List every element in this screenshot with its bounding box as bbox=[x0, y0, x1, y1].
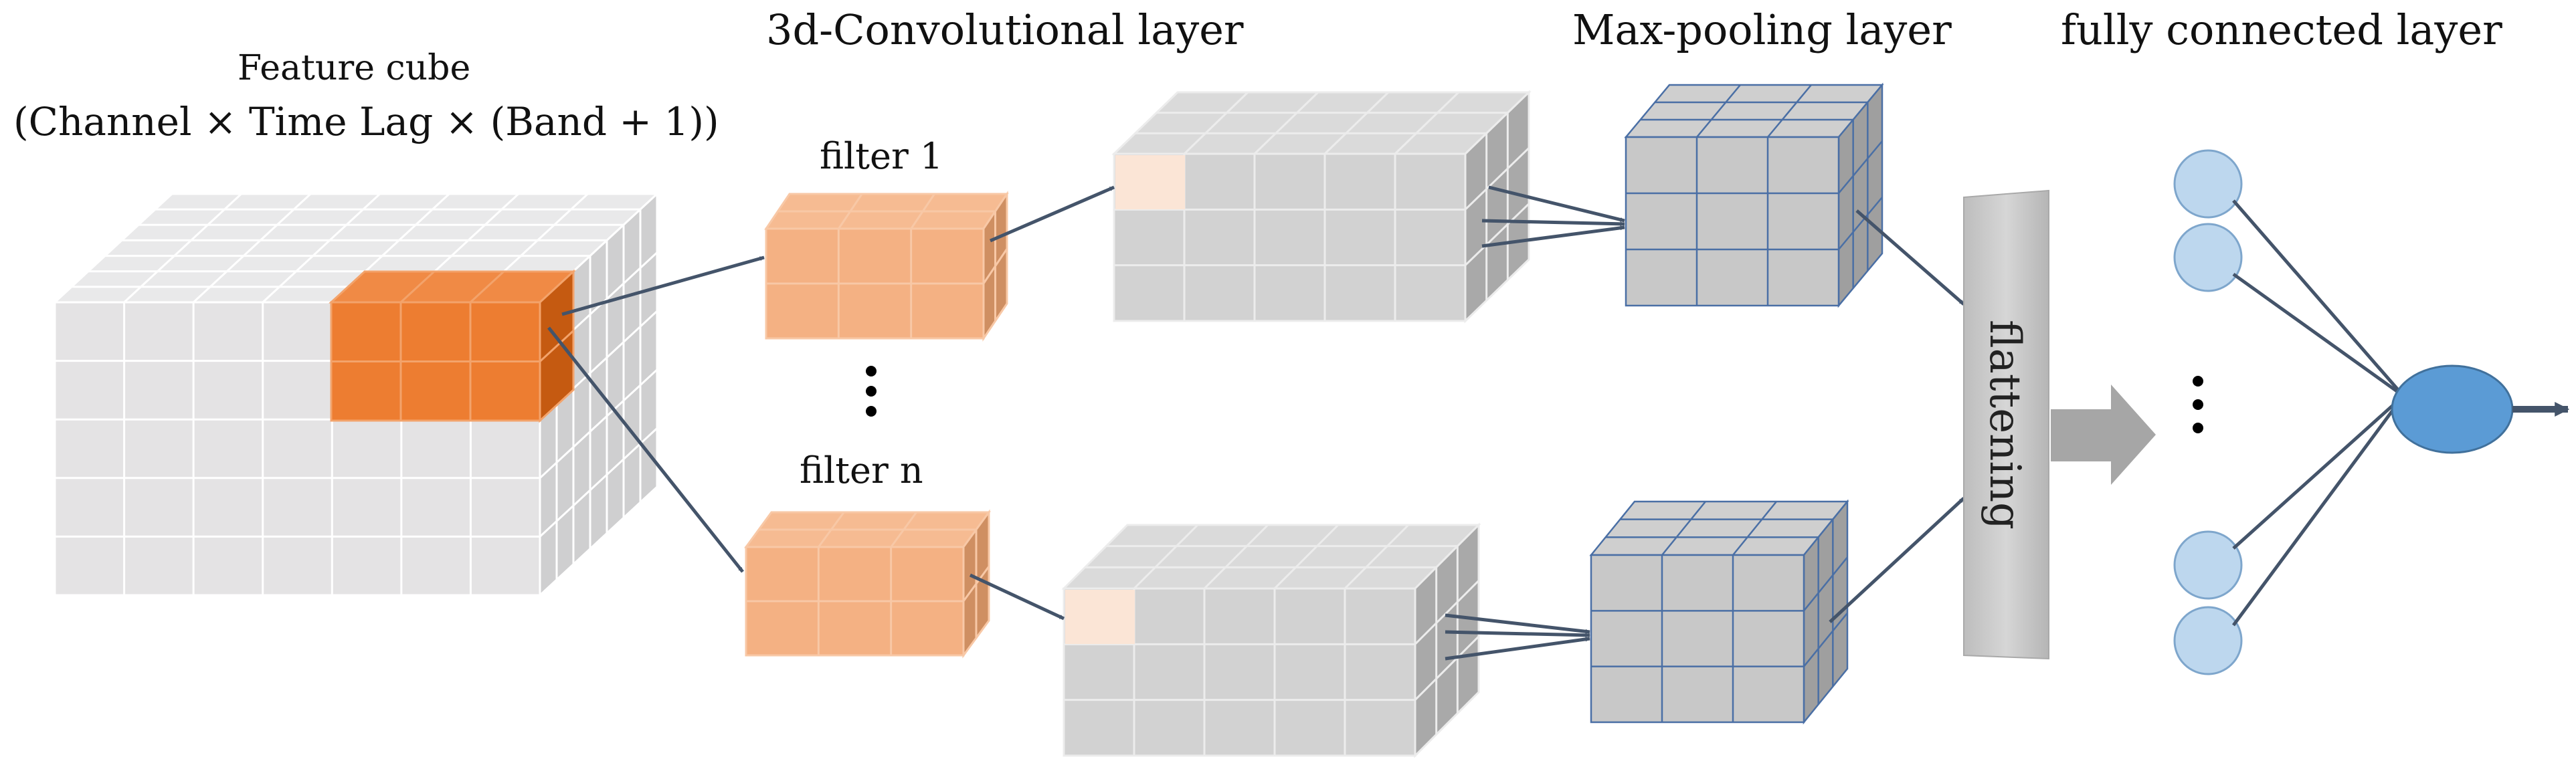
input-neuron-2 bbox=[2173, 223, 2243, 292]
pool-cube-top-top bbox=[1624, 84, 1884, 138]
arrow-filter-n-to-conv bbox=[969, 573, 1065, 621]
arrow-conv-top-to-pool-2 bbox=[1481, 219, 1625, 227]
feature-cube-dimensions: (Channel × Time Lag × (Band + 1)) bbox=[13, 99, 719, 144]
arrow-conv-bottom-to-pool-1 bbox=[1445, 613, 1590, 634]
filter-n-cube bbox=[744, 509, 991, 659]
kernel-highlight bbox=[329, 269, 576, 423]
pool-layer-title: Max-pooling layer bbox=[1572, 5, 1952, 54]
arrow-pool-top-to-flatten bbox=[1855, 209, 1965, 306]
pool-cube-bottom bbox=[1589, 499, 1849, 725]
neuron-ellipsis-dot-2 bbox=[2193, 399, 2203, 410]
output-neuron bbox=[2391, 364, 2514, 454]
filter-ellipsis-dot-2 bbox=[866, 386, 877, 397]
arrow-neuron-4-to-output bbox=[2231, 395, 2405, 627]
kernel-highlight-top bbox=[329, 270, 576, 304]
filter-ellipsis-dot-1 bbox=[866, 366, 877, 376]
arrow-conv-top-to-pool-1 bbox=[1488, 185, 1625, 223]
conv-bottom-highlight-cell bbox=[1065, 590, 1135, 644]
filter-ellipsis-dot-3 bbox=[866, 406, 877, 417]
arrow-cube-to-filter-1 bbox=[561, 255, 765, 316]
filter-1-label: filter 1 bbox=[820, 135, 943, 177]
pool-cube-top-front bbox=[1625, 136, 1840, 307]
arrow-conv-bottom-to-pool-3 bbox=[1445, 637, 1590, 661]
arrow-filter-1-to-conv bbox=[990, 185, 1115, 243]
conv-layer-title: 3d-Convolutional layer bbox=[766, 5, 1244, 54]
pool-cube-bottom-front bbox=[1590, 554, 1805, 724]
arrow-conv-bottom-to-pool-2 bbox=[1445, 630, 1590, 638]
conv-output-top-top bbox=[1111, 91, 1532, 155]
arrow-conv-top-to-pool-3 bbox=[1481, 225, 1625, 248]
input-neuron-3 bbox=[2173, 530, 2243, 600]
arrow-neuron-1-to-output bbox=[2232, 199, 2405, 397]
input-neuron-4 bbox=[2173, 606, 2243, 675]
flattening-bar: flattening bbox=[1963, 189, 2049, 660]
arrow-neuron-3-to-output bbox=[2232, 395, 2405, 550]
neuron-ellipsis-dot-1 bbox=[2193, 376, 2203, 387]
arrow-cube-to-filter-n bbox=[547, 326, 744, 573]
fc-layer-title: fully connected layer bbox=[2061, 5, 2502, 54]
conv-top-highlight-cell bbox=[1115, 155, 1185, 209]
input-neuron-1 bbox=[2173, 149, 2243, 219]
conv-output-bottom-top bbox=[1061, 524, 1481, 590]
filter-1-cube bbox=[764, 191, 1009, 342]
arrow-pool-bottom-to-flatten bbox=[1829, 497, 1965, 623]
conv-output-top bbox=[1111, 90, 1532, 324]
neuron-ellipsis-dot-3 bbox=[2193, 423, 2203, 433]
feature-cube-title: Feature cube bbox=[238, 48, 471, 88]
flatten-output-arrow bbox=[2051, 385, 2156, 485]
flattening-label: flattening bbox=[1980, 320, 2029, 530]
arrow-neuron-2-to-output bbox=[2232, 272, 2405, 398]
filter-n-label: filter n bbox=[800, 449, 923, 492]
pool-cube-top bbox=[1624, 82, 1884, 308]
pool-cube-bottom-top bbox=[1589, 500, 1849, 556]
